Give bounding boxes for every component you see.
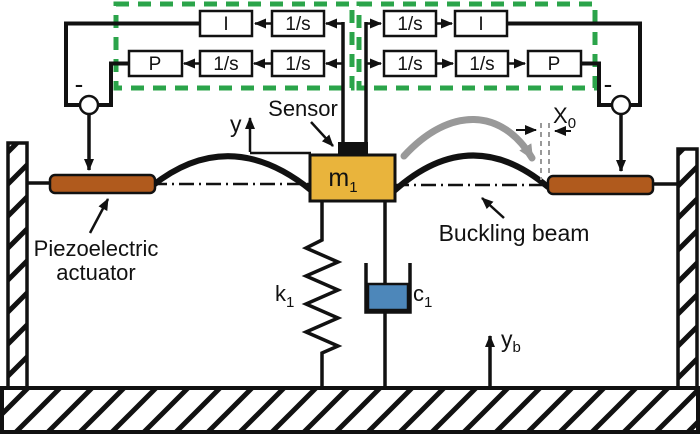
x0-label-sub: 0 [568,115,576,132]
spring [301,201,343,390]
minus-sign-left: - [75,69,84,99]
left-block-integrator-1-label: 1/s [285,14,310,35]
right-P-feedback-line [581,61,612,107]
minus-sign-right: - [604,69,613,99]
sensor-label: Sensor [268,96,338,121]
sensor-block [338,142,368,156]
x0-label-main: X [553,103,568,128]
left-block-P-label: P [149,54,162,75]
base-floor [0,386,700,434]
piezo-label-line2: actuator [56,260,136,285]
right-I-feedback-line [507,21,642,107]
mass-label: m1 [328,164,357,196]
summing-junction-right [610,94,632,116]
piezo-label-line1: Piezoelectric [34,236,159,261]
sensor-pointer-arrow [310,121,334,147]
mass-block [308,153,397,203]
right-block-I-label: I [478,14,483,35]
damper [364,201,412,388]
piezo-pointer-arrow [88,198,110,234]
snap-through-arrow [400,116,536,162]
piezo-actuator-right [546,174,655,196]
right-block-integrator-1-label: 1/s [397,14,422,35]
controller-left: I 1/s P 1/s 1/s [127,9,343,78]
damper-label-sub: 1 [424,294,432,311]
left-P-feedback-line [98,61,129,107]
x0-marker: X0 [516,103,576,180]
yb-label: yb [501,326,521,356]
right-wall [676,147,699,390]
right-block-integrator-2-label: 1/s [397,54,422,75]
left-wall [6,141,29,390]
buckling-beam-right [391,152,551,194]
damper-label: c1 [413,281,432,311]
buckling-beam-left [149,153,315,194]
left-block-I-label: I [223,14,228,35]
damper-label-main: c [413,281,424,306]
spring-label-sub: 1 [286,294,294,311]
buckling-beam-pointer-arrow [481,197,505,219]
yb-label-sub: b [513,339,521,356]
left-I-feedback-line [64,21,200,107]
y-axis-label: y [230,111,242,137]
spring-label-main: k [275,281,287,306]
right-block-integrator-3-label: 1/s [469,54,494,75]
left-block-integrator-2-label: 1/s [213,54,238,75]
piezo-actuator-left [48,173,157,195]
left-block-integrator-3-label: 1/s [285,54,310,75]
right-block-P-label: P [548,54,561,75]
yb-label-main: y [501,326,513,352]
mass-label-sub: 1 [349,179,357,196]
damper-piston [366,282,410,312]
x0-label: X0 [553,103,576,132]
damper-cup [364,263,412,314]
spring-label: k1 [275,281,294,311]
mass-label-main: m [328,164,349,192]
controller-right: 1/s I 1/s 1/s P [366,9,583,78]
buckling-beam-label: Buckling beam [439,220,590,246]
controller-box-right [356,1,598,91]
controller-box-left [113,1,355,91]
